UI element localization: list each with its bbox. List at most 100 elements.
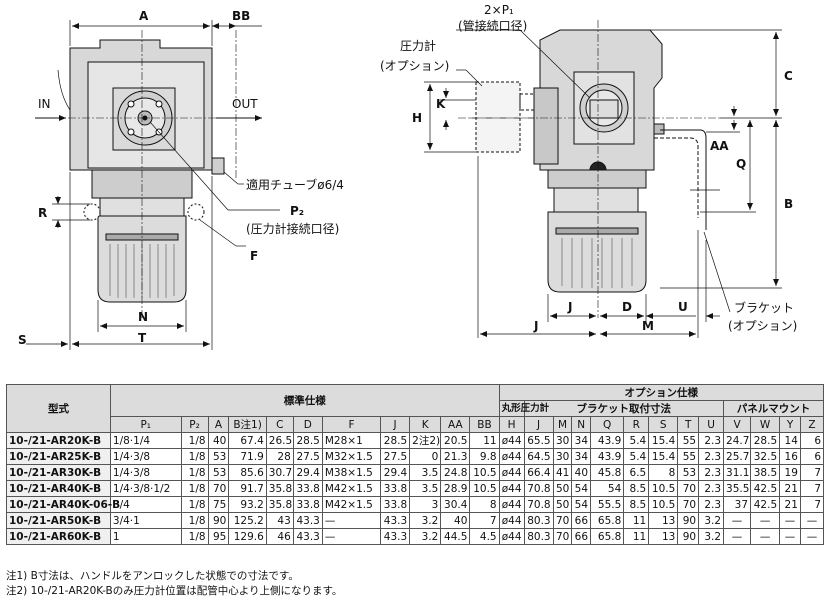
bracket-sub-label: (オプション) [728,319,797,333]
dim-r-label: R [38,206,47,220]
table-cell: 7 [799,464,825,481]
table-cell: ø44 [498,448,525,465]
table-cell: 70 [677,480,700,497]
table-cell: 40 [571,464,592,481]
table-cell: 90 [677,528,700,545]
table-cell: 27.5 [292,448,323,465]
p2-sub-label: (圧力計接続口径) [246,221,339,236]
dim-t-label: T [138,331,147,345]
table-cell: 38.5 [750,464,781,481]
table-cell: 37 [723,496,752,513]
table-cell: 20.5 [440,432,471,449]
table-cell: 21.3 [440,448,471,465]
table-cell: 43.9 [590,448,625,465]
table-cell: 28.5 [292,432,323,449]
dim-k-label: K [436,97,446,111]
model-cell: 10-/21-AR20K-B [6,432,111,449]
gauge-sub-label: (オプション) [380,59,449,73]
table-cell: 33.8 [292,496,323,513]
table-cell: 11 [623,528,650,545]
table-cell: 3/4·1 [109,512,182,529]
table-cell: 27.5 [380,448,411,465]
technical-drawing: A BB IN OUT 適用チューブø6/4 P₂ (圧力計接続口径) R F … [18,3,797,350]
dim-f-label: F [250,249,258,263]
table-cell: 6.5 [623,464,650,481]
table-cell: ø44 [498,464,525,481]
table-cell: 34 [571,432,592,449]
note-1: 注1) B寸法は、ハンドルをアンロックした状態での寸法です。 [6,570,299,582]
table-cell: 34 [571,448,592,465]
dim-bb-label: BB [232,9,250,23]
dim-s-label: S [18,333,27,347]
column-header: J [380,416,411,433]
column-header: U [698,416,725,433]
table-cell: 28.5 [380,432,411,449]
in-label: IN [38,97,51,111]
table-cell: 3.5 [409,464,442,481]
table-cell: 129.6 [228,528,267,545]
table-cell: 4.5 [469,528,500,545]
column-header: J [523,416,554,433]
table-cell: 70 [677,496,700,513]
p2-label: P₂ [290,204,304,218]
column-header: Q [590,416,625,433]
table-cell: — [779,528,801,545]
model-cell: 10-/21-AR40K-06-B [6,496,120,513]
dim-aa-label: AA [710,139,729,153]
table-cell: 43.3 [292,512,323,529]
front-view [69,39,225,303]
column-header: P₂ [180,416,209,433]
table-cell: 54 [590,480,625,497]
table-cell: 3.2 [698,512,725,529]
table-cell: 1/8 [180,496,209,513]
table-cell: 54 [571,480,592,497]
table-cell: 7 [799,480,825,497]
table-cell: 30 [552,432,573,449]
table-cell: 28 [265,448,294,465]
table-cell: 29.4 [292,464,323,481]
table-cell: 93.2 [228,496,267,513]
table-cell: 90 [677,512,700,529]
table-cell: 50 [552,496,573,513]
table-cell: ø44 [498,496,525,513]
out-label: OUT [232,97,258,111]
table-cell: — [799,512,825,529]
bracket-label: ブラケット [734,300,794,315]
table-cell: 1/8 [180,448,209,465]
dim-n-label: N [138,310,148,324]
table-cell: 24.7 [723,432,752,449]
table-cell: 1/8·1/4 [109,432,182,449]
table-cell: 28.5 [750,432,781,449]
table-cell: 3.5 [409,480,442,497]
column-header: C [265,416,294,433]
table-cell: ø44 [498,512,525,529]
table-cell: 5.4 [623,432,650,449]
column-header: A [207,416,230,433]
table-cell: 3.2 [409,512,442,529]
table-cell: 25.7 [723,448,752,465]
table-cell: 45.8 [590,464,625,481]
table-cell: 33.8 [380,496,411,513]
dim-a-label: A [139,9,149,23]
table-cell: 91.7 [228,480,267,497]
table-cell: 70 [207,480,230,497]
table-cell: 16 [779,448,801,465]
table-cell: 80.3 [523,512,554,529]
table-cell: 2.3 [698,496,725,513]
table-cell: 70.8 [523,496,554,513]
table-cell: — [321,528,382,545]
table-cell: 1/4·3/8 [109,464,182,481]
table-cell: 30.4 [440,496,471,513]
table-cell: 46 [265,528,294,545]
table-cell: 0 [409,448,442,465]
table-cell: M32×1.5 [321,448,382,465]
table-cell: 43 [265,512,294,529]
table-cell: ø44 [498,432,525,449]
table-cell: 10.5 [469,480,500,497]
table-cell: 43.3 [292,528,323,545]
column-header: Z [799,416,825,433]
table-cell: 1 [109,528,182,545]
column-header: V [723,416,752,433]
